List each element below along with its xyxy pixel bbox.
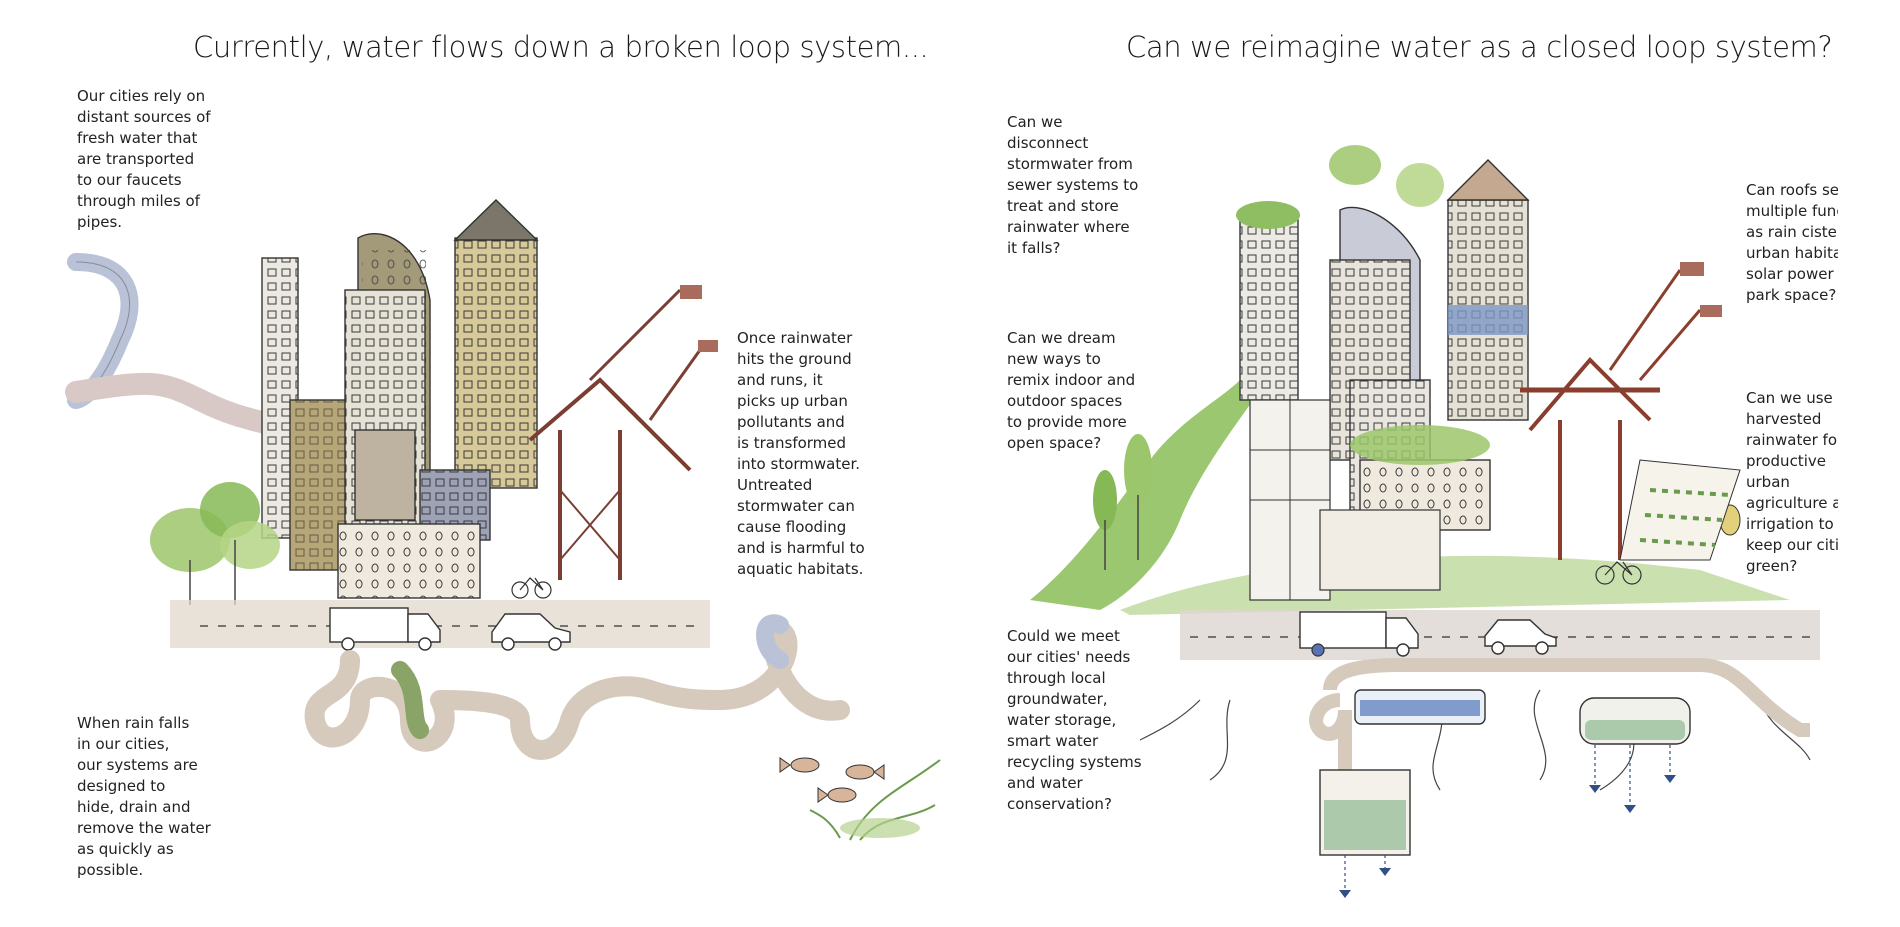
fish-icon: [779, 757, 885, 803]
caption-remix-spaces: Can we dream new ways to remix indoor an…: [1007, 329, 1136, 452]
supply-pipe: [65, 372, 301, 441]
crane-icon: [528, 285, 718, 580]
left-illustration: [65, 199, 941, 841]
urban-farm: [1619, 459, 1741, 561]
caption-stormwater-runoff: Once rainwater hits the ground and runs,…: [737, 329, 865, 578]
crane-icon: [1520, 262, 1722, 560]
right-illustration: [1030, 145, 1820, 898]
caption-water-sources: Our cities rely on distant sources of fr…: [77, 87, 211, 231]
underground-system: [1139, 658, 1811, 791]
car-icon: [491, 613, 571, 651]
aquatic-plant: [809, 759, 941, 841]
caption-disconnect-stormwater: Can we disconnect stormwater from sewer …: [1007, 113, 1139, 257]
caption-drain-systems: When rain falls in our cities, our syste…: [77, 714, 211, 879]
car-icon: [1484, 619, 1557, 655]
caption-harvested-rainwater: Can we use harvested rainwater for produ…: [1746, 389, 1838, 575]
truck-icon: [329, 607, 441, 651]
tree-icon: [1093, 145, 1741, 570]
truck-icon: [1299, 611, 1419, 657]
caption-roofs: Can roofs se multiple funct as rain cist…: [1746, 181, 1838, 304]
city-buildings-right: [1236, 159, 1530, 601]
city-buildings-left: [261, 199, 539, 599]
caption-local-water: Could we meet our cities' needs through …: [1007, 627, 1142, 813]
title-broken-loop: Currently, water flows down a broken loo…: [193, 30, 929, 64]
title-closed-loop: Can we reimagine water as a closed loop …: [1126, 30, 1833, 64]
tree-icon: [150, 482, 280, 605]
bicycle-icon: [511, 577, 552, 599]
cistern-icon: [1319, 745, 1676, 898]
bicycle-icon: [1595, 561, 1642, 585]
